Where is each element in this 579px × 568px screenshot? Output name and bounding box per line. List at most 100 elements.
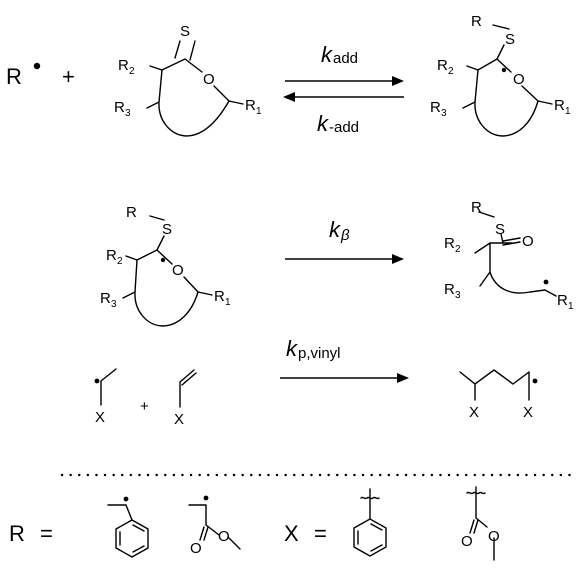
phenyl-group xyxy=(353,488,387,557)
thione-s-label: S xyxy=(180,23,190,40)
benzyl-chain-bonds xyxy=(107,504,133,521)
svg-text:3: 3 xyxy=(111,299,117,310)
propagation-arrow: kp,vinyl xyxy=(280,336,409,383)
r2-label-3: R 2 xyxy=(106,247,123,267)
radical-center-dot-2 xyxy=(160,257,166,263)
r-definition: R = O O xyxy=(9,495,241,558)
dimer-radical-dot xyxy=(532,378,538,384)
carbon-radical-dot xyxy=(543,279,549,285)
phenyl-ring-double-bonds xyxy=(357,523,383,552)
x-label-4: X xyxy=(523,404,533,421)
r2-label-4: R 2 xyxy=(444,235,461,255)
benzyl-ring xyxy=(115,519,149,558)
equilibrium-arrows: kadd k-add xyxy=(283,42,404,136)
thioether-s-label: S xyxy=(505,31,515,48)
ring-o-label-2: O xyxy=(513,71,525,88)
k-beta-label: kβ xyxy=(329,217,350,244)
r1-label-4: R 1 xyxy=(557,292,574,312)
radical-reactant: R xyxy=(6,62,41,89)
ester-radical-dot xyxy=(203,495,209,501)
svg-text:R: R xyxy=(444,281,455,298)
k-add-label: kadd xyxy=(321,42,358,67)
intermediate-radical-2: R S O R 2 R 3 R 1 xyxy=(100,204,231,327)
ester-o-label: O xyxy=(218,528,230,545)
s-r-label-3: R xyxy=(471,199,482,216)
radical-label: R xyxy=(6,64,22,89)
reverse-arrow-head xyxy=(283,92,295,102)
r-symbol: R xyxy=(9,521,25,546)
ring-o-label-3: O xyxy=(172,262,184,279)
svg-text:1: 1 xyxy=(565,106,571,117)
ester-carbonyl-o-label: O xyxy=(190,540,202,557)
dimer-radical: X X xyxy=(459,369,538,421)
dimer-bonds xyxy=(459,369,530,401)
svg-text:R: R xyxy=(214,288,225,305)
thionolactone-ring xyxy=(158,69,230,137)
intermediate2-bonds xyxy=(136,215,199,293)
ester-radical-group: O O xyxy=(188,495,241,557)
thionolactone-molecule: S O R 2 R 3 R 1 xyxy=(114,23,262,137)
vinyl-monomer: X xyxy=(174,369,197,428)
svg-text:3: 3 xyxy=(125,108,131,119)
propagation-arrow-head xyxy=(397,373,409,383)
methyl-ester-bonds xyxy=(466,486,495,561)
intermediate-radical-1: R S O R 2 R 3 R 1 xyxy=(430,13,571,137)
svg-text:R: R xyxy=(437,57,448,74)
plus-sign-1: + xyxy=(62,64,75,89)
svg-text:R: R xyxy=(106,247,117,264)
svg-text:R: R xyxy=(114,99,125,116)
ring-opened-bonds xyxy=(474,211,557,297)
svg-text:1: 1 xyxy=(568,301,574,312)
intermediate1-ring xyxy=(474,69,539,137)
x-label-3: X xyxy=(469,404,479,421)
svg-text:R: R xyxy=(557,292,568,309)
beta-arrow-head xyxy=(392,254,404,264)
forward-arrow-head xyxy=(392,76,404,86)
ring-opened-radical: R S O R 2 R 3 R 1 xyxy=(444,199,574,312)
intermediate1-bonds xyxy=(477,24,539,102)
svg-text:2: 2 xyxy=(448,66,454,77)
equals-sign-1: = xyxy=(40,521,53,546)
svg-text:3: 3 xyxy=(441,108,447,119)
svg-text:1: 1 xyxy=(225,297,231,308)
s-r-label: R xyxy=(471,13,482,30)
r3-label: R 3 xyxy=(114,99,131,119)
radical-center-dot xyxy=(501,67,507,73)
propagating-radical-dot xyxy=(94,378,100,384)
methyl-ester-carbonyl-o-label: O xyxy=(461,533,473,550)
phenyl-attachment xyxy=(360,488,380,520)
beta-scission-arrow: kβ xyxy=(285,217,404,264)
svg-text:R: R xyxy=(118,57,129,74)
x-symbol: X xyxy=(284,521,299,546)
svg-text:R: R xyxy=(444,235,455,252)
thioester-s-label: S xyxy=(495,221,505,238)
svg-text:R: R xyxy=(430,99,441,116)
k-minus-add-label: k-add xyxy=(317,111,359,136)
svg-text:R: R xyxy=(100,290,111,307)
methyl-ester-o-label: O xyxy=(488,528,500,545)
benzyl-radical-dot xyxy=(123,496,129,502)
benzyl-radical-group xyxy=(107,496,149,558)
thionolactone-bonds xyxy=(161,40,230,102)
s-r-label-2: R xyxy=(126,204,137,221)
r1-label: R 1 xyxy=(245,97,262,117)
radical-dot xyxy=(33,62,41,70)
thioether-s-label-2: S xyxy=(162,221,172,238)
x-label-1: X xyxy=(95,409,105,426)
r1-label-3: R 1 xyxy=(214,288,231,308)
x-definition: X = O O xyxy=(284,486,500,561)
intermediate2-ring xyxy=(134,259,199,327)
ester-bonds xyxy=(188,504,241,550)
carbonyl-o-label: O xyxy=(522,233,534,250)
r2-label-2: R 2 xyxy=(437,57,454,77)
r3-label-3: R 3 xyxy=(100,290,117,310)
r2-label: R 2 xyxy=(118,57,135,77)
svg-text:2: 2 xyxy=(455,244,461,255)
svg-text:2: 2 xyxy=(129,66,135,77)
propagating-radical-bonds xyxy=(100,368,117,406)
r3-label-2: R 3 xyxy=(430,99,447,119)
plus-sign-2: + xyxy=(140,398,149,415)
thionolactone-substituent-bonds xyxy=(146,65,244,109)
intermediate2-substituent-bonds xyxy=(122,255,213,299)
